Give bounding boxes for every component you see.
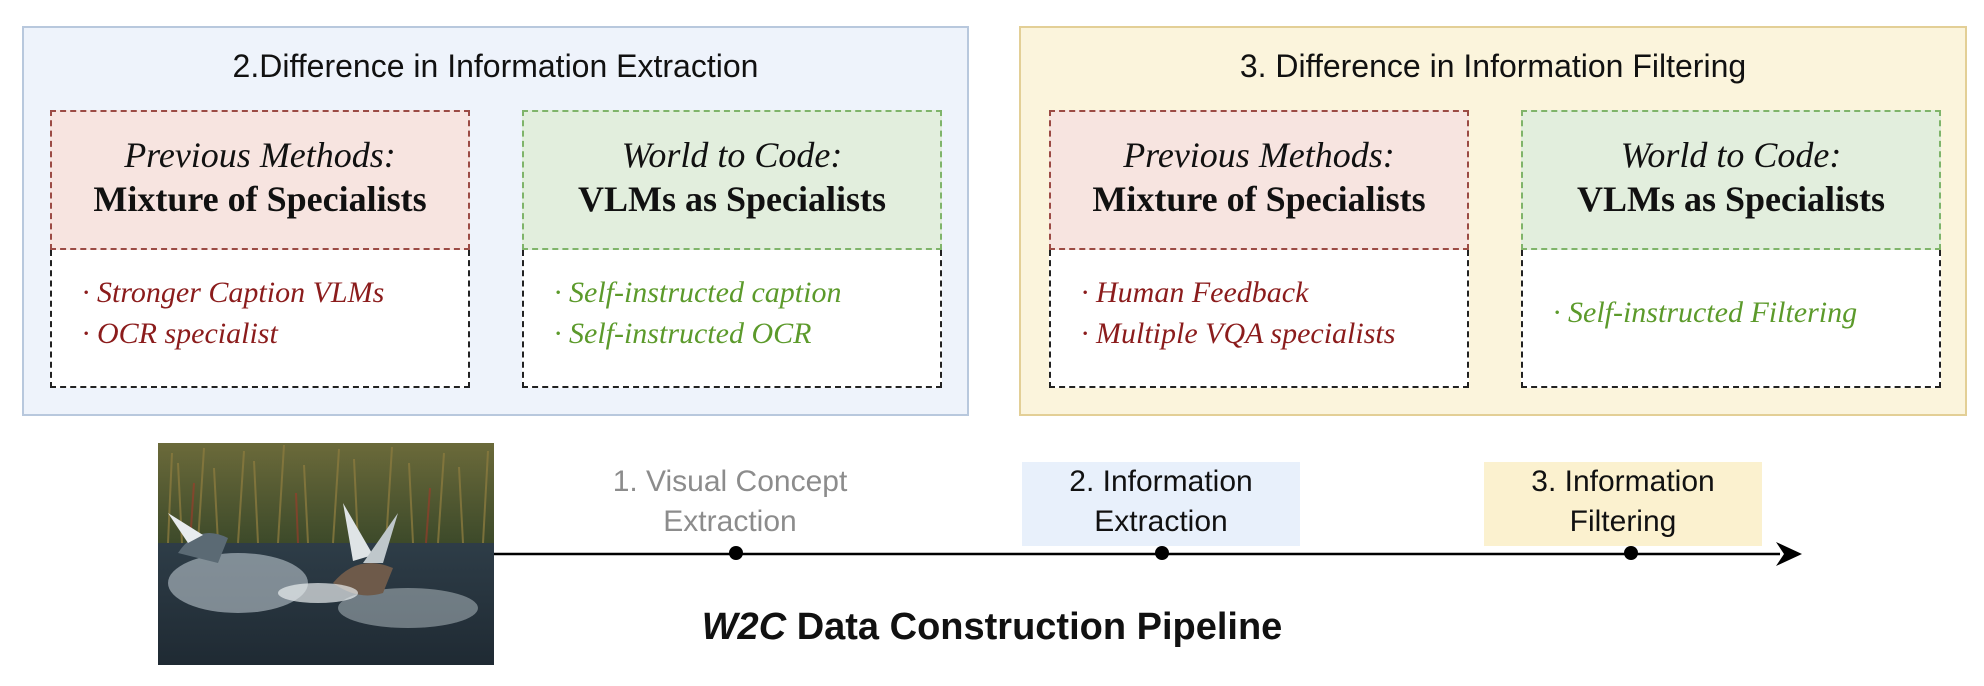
extraction-w2c-item: · Self-instructed caption (554, 276, 842, 309)
pipeline-title-rest: Data Construction Pipeline (786, 606, 1283, 648)
stage3-label: 3. Information Filtering (1484, 462, 1762, 542)
filtering-panel-title: 3. Difference in Information Filtering (1239, 48, 1747, 84)
arrowhead-icon (1776, 542, 1802, 566)
filtering-previous-subtitle: Previous Methods: (1123, 135, 1395, 175)
extraction-previous-item: · OCR specialist (82, 317, 278, 350)
stage2-line2: Extraction (1094, 505, 1228, 538)
filtering-previous-body: · Human Feedback · Multiple VQA speciali… (1049, 250, 1469, 388)
extraction-previous-header: Previous Methods: Mixture of Specialists (50, 110, 470, 250)
filtering-w2c-header: World to Code: VLMs as Specialists (1521, 110, 1941, 250)
stage2-line1: 2. Information (1069, 465, 1253, 498)
filtering-w2c-title: VLMs as Specialists (1576, 179, 1886, 219)
filtering-previous-item: · Human Feedback (1081, 276, 1309, 309)
stage1-line1: 1. Visual Concept (612, 465, 848, 498)
duck-photo-illustration (158, 443, 494, 665)
input-image (158, 443, 494, 665)
extraction-w2c-title: VLMs as Specialists (577, 179, 887, 219)
filtering-w2c-subtitle: World to Code: (1620, 135, 1842, 175)
extraction-previous-subtitle: Previous Methods: (124, 135, 396, 175)
extraction-w2c-item: · Self-instructed OCR (554, 317, 812, 350)
extraction-panel-title: 2.Difference in Information Extraction (232, 48, 759, 84)
extraction-w2c-header: World to Code: VLMs as Specialists (522, 110, 942, 250)
stage3-dot (1624, 546, 1638, 560)
pipeline-title: W2C Data Construction Pipeline (0, 606, 1984, 649)
extraction-w2c-subtitle: World to Code: (621, 135, 843, 175)
stage3-highlight (1484, 462, 1762, 546)
pipeline-title-italic: W2C (701, 606, 787, 648)
stage1-label: 1. Visual Concept Extraction (580, 462, 880, 542)
stage1-dot (729, 546, 743, 560)
stage3-line2: Filtering (1569, 505, 1677, 538)
filtering-previous-item: · Multiple VQA specialists (1081, 317, 1396, 350)
stage1-line2: Extraction (663, 505, 797, 538)
extraction-previous-body: · Stronger Caption VLMs · OCR specialist (50, 250, 470, 388)
filtering-w2c-body: · Self-instructed Filtering (1521, 250, 1941, 388)
stage3-line1: 3. Information (1531, 465, 1715, 498)
extraction-w2c-body: · Self-instructed caption · Self-instruc… (522, 250, 942, 388)
stage2-dot (1155, 546, 1169, 560)
extraction-previous-title: Mixture of Specialists (93, 179, 427, 219)
stage2-label: 2. Information Extraction (1022, 462, 1300, 542)
filtering-previous-title: Mixture of Specialists (1092, 179, 1426, 219)
filtering-previous-header: Previous Methods: Mixture of Specialists (1049, 110, 1469, 250)
filtering-w2c-item: · Self-instructed Filtering (1553, 296, 1858, 329)
extraction-previous-item: · Stronger Caption VLMs (82, 276, 385, 309)
stage2-highlight (1022, 462, 1300, 546)
